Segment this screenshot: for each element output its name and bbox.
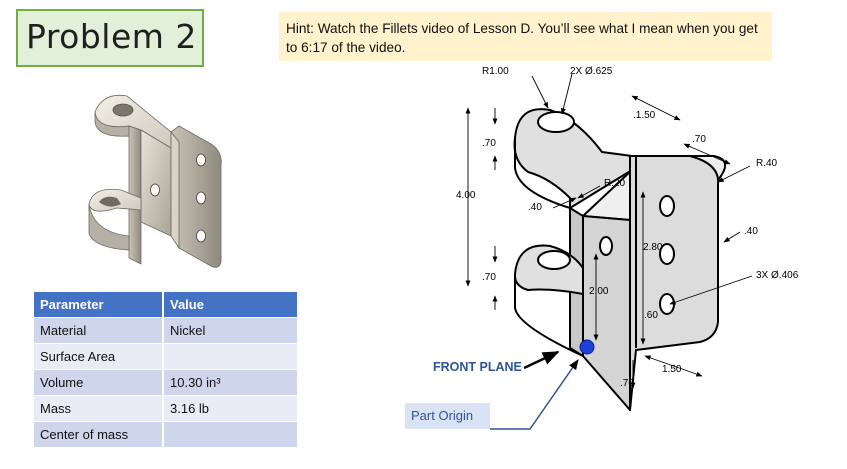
header-value: Value (163, 292, 297, 318)
dim-200: 2.00 (589, 286, 609, 297)
dim-r20: R.20 (604, 178, 626, 189)
table-row: Center of mass (34, 421, 297, 448)
problem-title-box: Problem 2 (16, 9, 204, 67)
param-cell: Volume (34, 369, 164, 396)
table-header-row: Parameter Value (34, 292, 297, 318)
dim-r40: R.40 (756, 158, 778, 169)
front-plane-label: FRONT PLANE (433, 360, 522, 374)
part-origin-label: Part Origin (411, 408, 474, 423)
header-parameter: Parameter (34, 292, 164, 318)
dim-holes-3x: 3X Ø.406 (756, 270, 799, 281)
value-cell (163, 421, 297, 448)
dim-40-left: .40 (528, 202, 542, 213)
hint-text: Hint: Watch the Fillets video of Lesson … (286, 21, 758, 55)
dim-280: 2.80 (643, 242, 663, 253)
dim-holes-2x: 2X Ø.625 (570, 66, 613, 77)
dimensioned-drawing: R1.00 2X Ø.625 .1.50 .70 R.40 .70 4.00 R… (456, 66, 799, 430)
value-cell: 10.30 in³ (163, 369, 297, 396)
value-cell: 3.16 lb (163, 395, 297, 422)
param-cell: Mass (34, 395, 164, 422)
dim-60: .60 (644, 310, 658, 321)
param-cell: Center of mass (34, 421, 164, 448)
dim-70-top-right: .70 (692, 134, 706, 145)
problem-title: Problem 2 (26, 17, 197, 56)
dim-150-top: .1.50 (633, 110, 656, 121)
param-cell: Material (34, 317, 164, 344)
dim-r100: R1.00 (482, 66, 509, 77)
value-cell (163, 343, 297, 370)
dim-70-bottom-left: .70 (482, 272, 496, 283)
table-row: Mass 3.16 lb (34, 395, 297, 422)
dim-70-bottom: .70 (620, 378, 634, 389)
part-origin-box: Part Origin (405, 403, 490, 429)
table-row: Surface Area (34, 343, 297, 370)
table-row: Volume 10.30 in³ (34, 369, 297, 396)
value-cell: Nickel (163, 317, 297, 344)
dim-150-bottom: 1.50 (662, 364, 682, 375)
dim-40-right: .40 (744, 226, 758, 237)
origin-dot (579, 339, 595, 355)
dim-70-top-left: .70 (482, 138, 496, 149)
dim-400: 4.00 (456, 190, 476, 201)
table-row: Material Nickel (34, 317, 297, 344)
parameter-table: Parameter Value Material Nickel Surface … (34, 292, 297, 448)
param-cell: Surface Area (34, 343, 164, 370)
hint-box: Hint: Watch the Fillets video of Lesson … (279, 12, 772, 61)
part-3d-render (88, 94, 222, 268)
